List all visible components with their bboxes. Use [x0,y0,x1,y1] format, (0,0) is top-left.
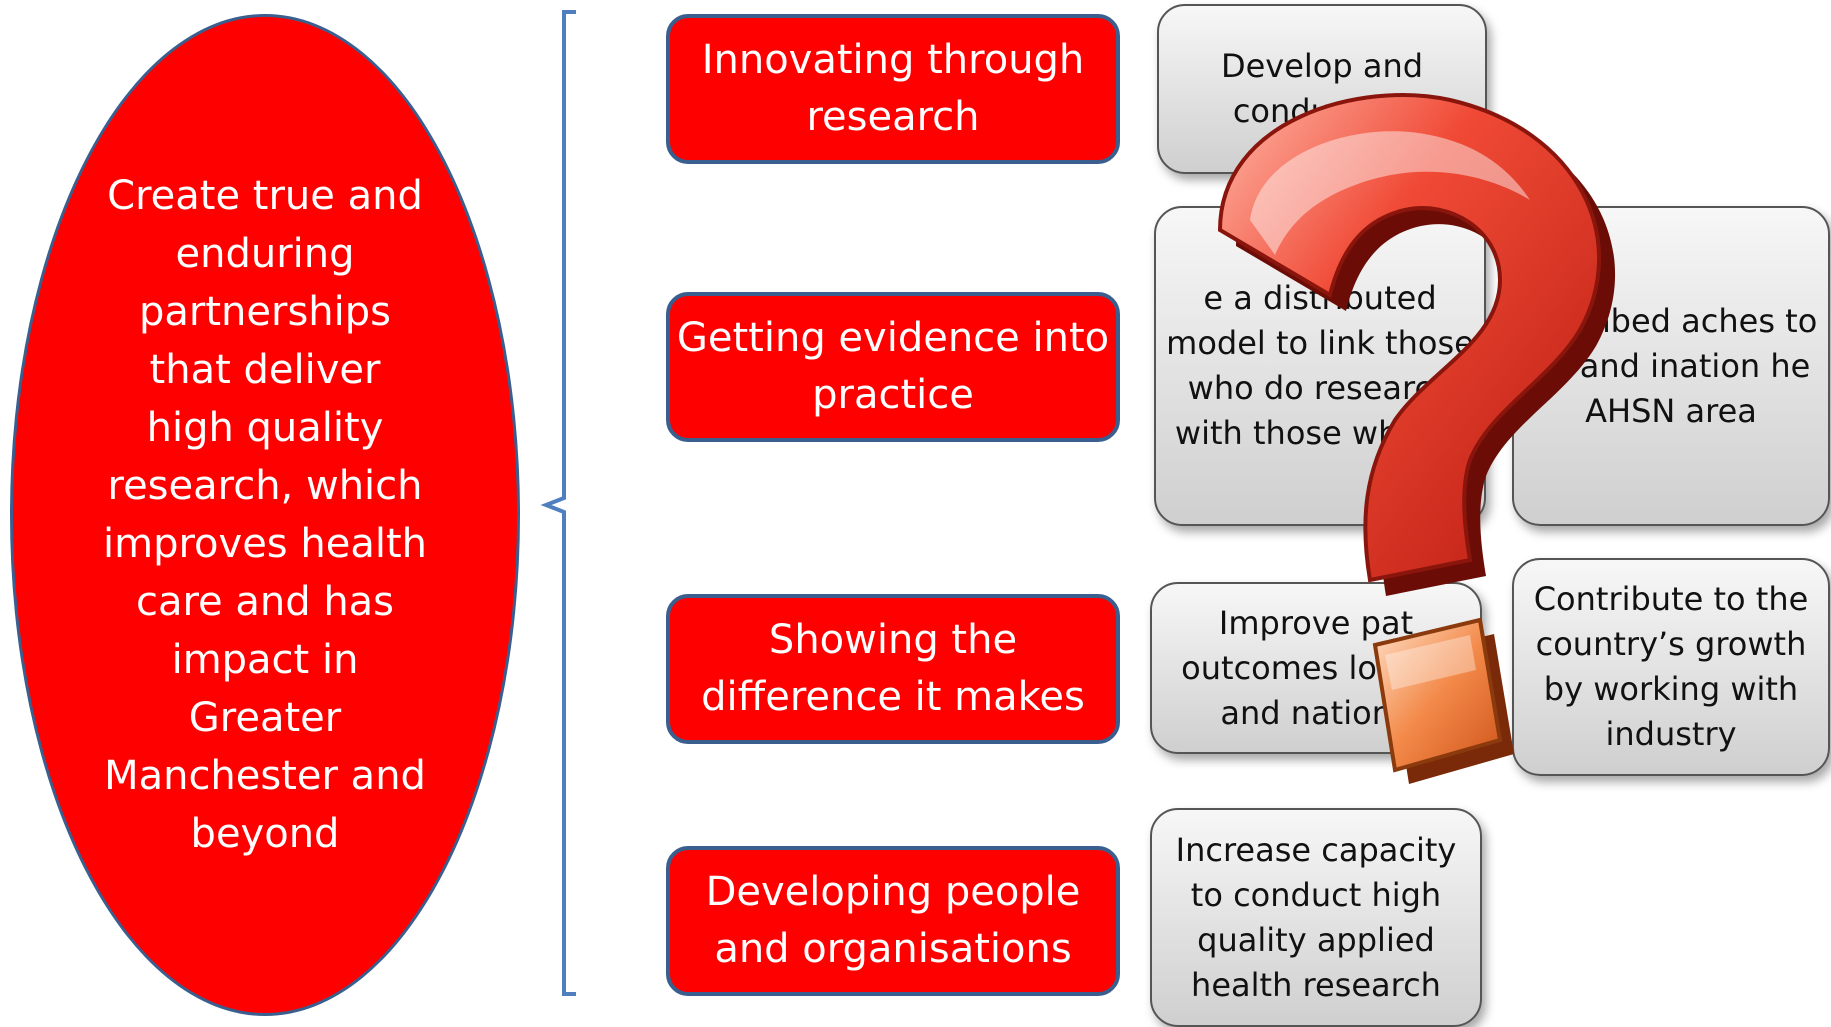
bracket [540,10,576,996]
objective-country-growth: Contribute to the country’s growth by wo… [1512,558,1830,776]
theme-innovating-research: Innovating through research [666,14,1120,164]
objective-text: Contribute to the country’s growth by wo… [1533,580,1809,753]
objective-increase-capacity: Increase capacity to conduct high qualit… [1150,808,1482,1027]
theme-label: Getting evidence into practice [676,315,1110,418]
theme-evidence-into-practice: Getting evidence into practice [666,292,1120,442]
theme-developing-people: Developing people and organisations [666,846,1120,996]
theme-label: Innovating through research [701,37,1085,140]
theme-label: Showing the difference it makes [701,617,1085,720]
objective-text: Increase capacity to conduct high qualit… [1175,830,1457,1004]
question-mark-icon [1217,93,1616,784]
theme-label: Developing people and organisations [705,869,1081,972]
theme-showing-difference: Showing the difference it makes [666,594,1120,744]
objective-text: & embed aches to ch and ination he AHSN … [1524,301,1818,430]
goal-text: Create true and enduring partnerships th… [103,173,427,857]
goal-ellipse: Create true and enduring partnerships th… [10,14,520,1016]
